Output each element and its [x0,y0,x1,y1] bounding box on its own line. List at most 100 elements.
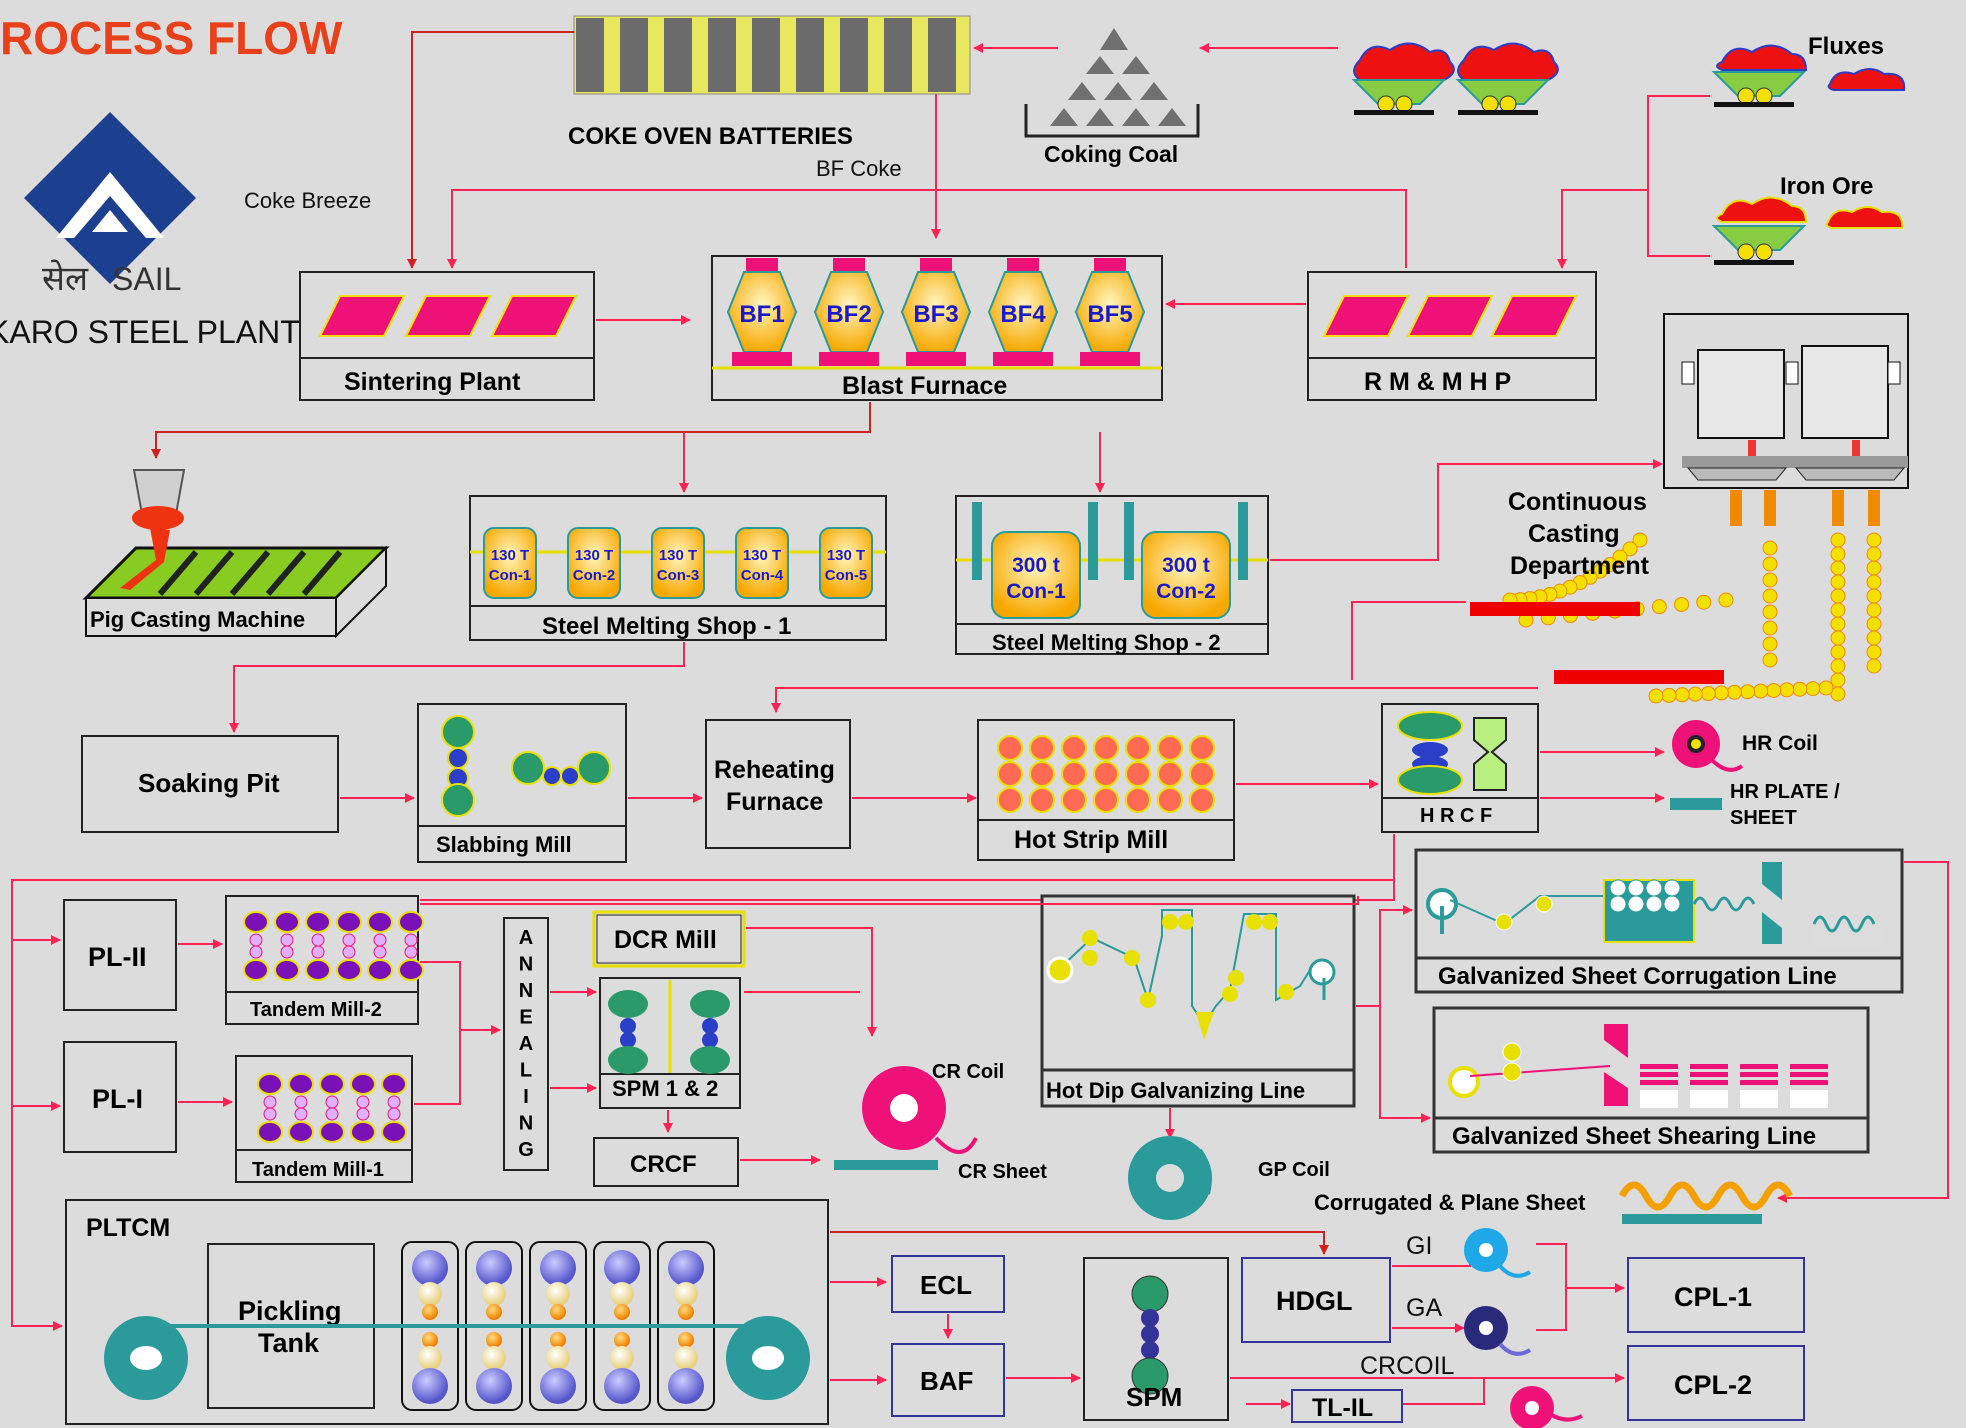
pltcm-stands [401,1241,715,1411]
pickling-line-2: Tank [258,1328,320,1358]
strand-dot [1830,616,1846,632]
ecl-box[interactable] [891,1255,1005,1313]
gi-label: GI [1406,1232,1432,1260]
annealing-letter: A [519,927,533,949]
soaking-pit-box[interactable] [81,735,339,833]
pl1-label: PL-I [92,1084,143,1114]
tlil-label: TL-IL [1312,1394,1373,1422]
strand-dot [1866,658,1882,674]
bf-label: BF1 [739,301,784,328]
cr-coil-label: CR Coil [932,1061,1004,1083]
hr-coil-icon [1672,720,1744,772]
continuous-casting-machine[interactable] [1663,313,1909,526]
hr-plate-line-1: HR PLATE / [1730,781,1840,803]
strand-dot [1674,596,1690,612]
hdgl-label: HDGL [1276,1286,1353,1316]
strand-dot [1830,588,1846,604]
strand-dot [1713,685,1729,701]
cpl1-box[interactable] [1627,1257,1805,1333]
strand-dot [1866,616,1882,632]
pig-casting-machine[interactable] [82,469,390,639]
coke-breeze-label: Coke Breeze [244,188,371,213]
converter-name: Con-2 [573,567,616,584]
converter-icon: 130 T Con-3 [651,527,705,599]
plant-name: KARO STEEL PLANT [0,314,300,350]
converter-capacity: 130 T [575,547,613,564]
strand-dot [1762,604,1778,620]
fluxes-label: Fluxes [1808,33,1884,60]
converter-name: Con-2 [1156,580,1216,603]
strand-dot [1612,549,1628,565]
spm12-label: SPM 1 & 2 [612,1076,718,1101]
soaking-pit-label: Soaking Pit [138,768,280,798]
strand-dot [1661,687,1677,703]
converter-name: Con-4 [741,567,784,584]
gssl-box[interactable] [1432,1006,1870,1154]
hdgl-line-box[interactable] [1040,894,1356,1108]
tandem-stand-icon [381,1073,407,1143]
dcr-mill-box[interactable] [592,910,746,968]
pltcm-stand-icon [401,1241,459,1411]
hrcf-label: H R C F [1420,805,1492,827]
strand-dot [1762,540,1778,556]
coke-oven-batteries[interactable] [573,15,971,95]
strand-dot [1866,560,1882,576]
converter-name: Con-3 [657,567,700,584]
pl2-box[interactable] [63,899,177,1011]
strand-dot [1718,592,1734,608]
tlil-box[interactable] [1291,1389,1403,1423]
strand-dot [1674,687,1690,703]
annealing-letter: E [519,1007,532,1029]
strand-dot [1622,541,1638,557]
converter-name: Con-1 [1006,580,1066,603]
mill-stand-icon [1093,735,1119,813]
slabbing-mill-box[interactable] [417,703,627,863]
tandem-stand-icon [257,1073,283,1143]
strand-dot [1830,560,1846,576]
strand-dot [1766,682,1782,698]
slabbing-mill-label: Slabbing Mill [436,832,572,857]
hdgl-box[interactable] [1241,1257,1391,1343]
mill-stand-icon [997,735,1023,813]
strand-dot [1687,686,1703,702]
spm-box[interactable] [1083,1257,1229,1421]
strand-dot [1753,683,1769,699]
strand-dot [1866,574,1882,590]
strand-dot [1830,658,1846,674]
converter-capacity: 130 T [659,547,697,564]
sms1-label: Steel Melting Shop - 1 [542,613,791,640]
cpl2-box[interactable] [1627,1345,1805,1421]
spm12-box[interactable] [599,977,741,1109]
pl1-box[interactable] [63,1041,177,1153]
pltcm-label: PLTCM [86,1214,170,1242]
sms2-label: Steel Melting Shop - 2 [992,630,1221,655]
reheating-furnace-box[interactable] [705,719,851,849]
strand-dot [1805,681,1821,697]
mill-stand-icon [1157,735,1183,813]
reheating-line-2: Furnace [726,788,823,816]
mill-stand-icon [1125,735,1151,813]
rmmhp-box[interactable] [1307,271,1597,401]
hrcf-box[interactable] [1381,703,1539,833]
ecl-label: ECL [920,1270,972,1300]
cr-sheet-label: CR Sheet [958,1161,1047,1183]
bf-furnace-icon: BF4 [987,258,1059,366]
gssl-label: Galvanized Sheet Shearing Line [1452,1123,1816,1150]
annealing-letter: N [519,980,533,1002]
bf-furnace-icon: BF1 [726,258,798,366]
mill-stand-icon [1029,735,1055,813]
strand-dot [1830,630,1846,646]
crcf-box[interactable] [593,1137,739,1187]
gscl-box[interactable] [1414,848,1904,994]
annealing-letter: N [519,1113,533,1135]
strand-dot [1830,574,1846,590]
annealing-box[interactable] [503,917,549,1171]
sintering-plant-box[interactable] [299,271,595,401]
baf-box[interactable] [891,1343,1005,1417]
strand-dot [1830,686,1846,702]
